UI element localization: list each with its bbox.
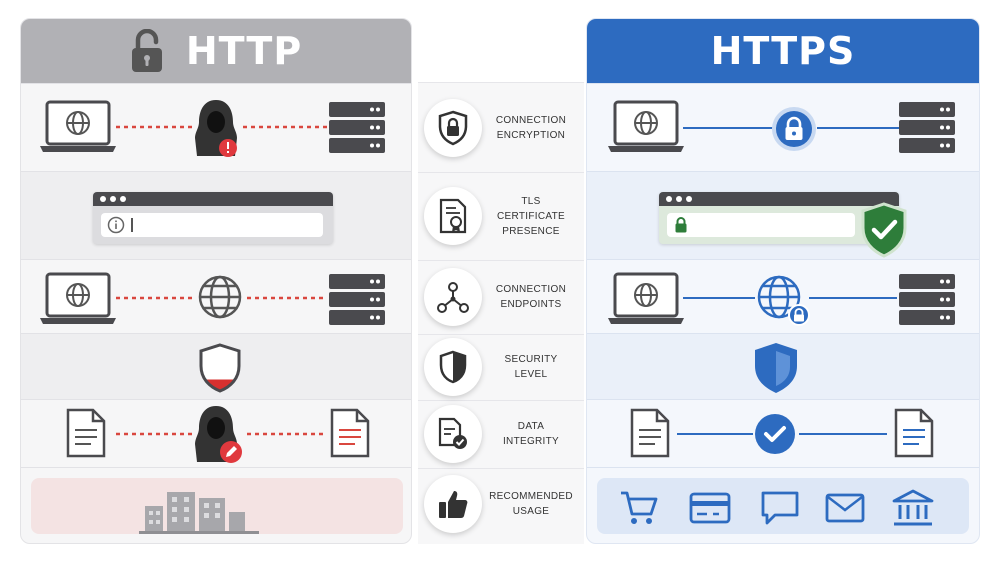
- bank-icon: [892, 489, 934, 526]
- https-usage-row: [587, 467, 979, 543]
- laptop-icon: [40, 272, 116, 324]
- globe-icon: [66, 111, 90, 135]
- criterion-tls-certificate: TLS CERTIFICATE PRESENCE: [424, 186, 576, 246]
- certificate-icon: [439, 198, 467, 234]
- office-buildings-icon: [139, 492, 259, 534]
- modified-document-icon: [330, 408, 370, 458]
- hacker-icon: [195, 100, 237, 157]
- criterion-recommended-usage: RECOMMENDED USAGE: [424, 474, 576, 534]
- window-dots-icon: [666, 196, 692, 202]
- http-title: HTTP: [185, 29, 303, 73]
- criterion-data-integrity: DATA INTEGRITY: [424, 404, 576, 464]
- integrity-line-right: [799, 433, 887, 435]
- unlocked-padlock-icon: [131, 29, 162, 72]
- security-level-fill: [201, 379, 239, 391]
- thumbs-up-icon: [439, 491, 468, 518]
- document-icon: [66, 408, 106, 458]
- padlock-icon: [675, 217, 687, 233]
- server-icon: [899, 274, 955, 325]
- http-endpoints-row: [21, 259, 411, 333]
- http-integrity-row: [21, 399, 411, 467]
- http-panel: HTTP: [20, 18, 412, 544]
- encrypted-line-left: [683, 297, 755, 299]
- low-security-shield-icon: [199, 343, 241, 393]
- server-icon: [899, 102, 955, 153]
- hacker-tampering-icon: [195, 406, 242, 463]
- criterion-label: CONNECTION ENDPOINTS: [495, 284, 567, 310]
- verified-check-icon: [755, 414, 795, 454]
- internet-globe-icon: [198, 275, 242, 319]
- unencrypted-dashed-line-right: [243, 125, 327, 129]
- mail-icon: [825, 493, 865, 523]
- unencrypted-dashed-line-left: [116, 125, 194, 129]
- window-dots-icon: [100, 196, 126, 202]
- high-security-shield-icon: [755, 343, 797, 393]
- encrypted-lock-icon: [772, 107, 816, 151]
- globe-icon: [66, 283, 90, 307]
- intact-document-icon: [894, 408, 934, 458]
- server-icon: [329, 274, 385, 325]
- encrypted-line-left: [683, 127, 773, 129]
- unencrypted-dashed-line-left: [116, 432, 194, 436]
- browser-window-with-certificate: [659, 192, 899, 244]
- encrypted-line-right: [817, 127, 901, 129]
- criterion-label: TLS CERTIFICATE PRESENCE: [497, 195, 565, 237]
- https-endpoints-row: [587, 259, 979, 333]
- https-header: HTTPS: [587, 19, 979, 83]
- secure-address-bar[interactable]: [667, 213, 855, 237]
- document-check-icon: [438, 417, 467, 449]
- https-title: HTTPS: [710, 29, 856, 73]
- encrypted-line-right: [809, 297, 897, 299]
- address-bar[interactable]: [101, 213, 323, 237]
- laptop-icon: [608, 100, 684, 152]
- https-integrity-row: [587, 399, 979, 467]
- cart-icon: [621, 491, 658, 524]
- half-shield-icon: [439, 350, 467, 384]
- globe-icon: [634, 111, 658, 135]
- http-usage-row: [21, 467, 411, 543]
- criterion-label: SECURITY LEVEL: [504, 354, 558, 380]
- http-certificate-row: [21, 171, 411, 259]
- https-certificate-row: [587, 171, 979, 259]
- secure-globe-icon: [757, 275, 810, 326]
- criterion-label: RECOMMENDED USAGE: [489, 491, 573, 517]
- info-icon: [107, 216, 125, 234]
- nodes-icon: [437, 282, 469, 313]
- https-security-level-row: [587, 333, 979, 399]
- http-security-level-row: [21, 333, 411, 399]
- text-cursor: [131, 218, 133, 232]
- https-encryption-row: [587, 83, 979, 171]
- https-panel: HTTPS: [586, 18, 980, 544]
- laptop-icon: [608, 272, 684, 324]
- criterion-connection-endpoints: CONNECTION ENDPOINTS: [424, 267, 576, 327]
- server-icon: [329, 102, 385, 153]
- criterion-label: CONNECTION ENCRYPTION: [495, 115, 567, 141]
- criterion-connection-encryption: CONNECTION ENCRYPTION: [424, 98, 576, 158]
- credit-card-icon: [689, 492, 731, 524]
- unencrypted-dashed-line-right: [247, 432, 327, 436]
- laptop-icon: [40, 100, 116, 152]
- unencrypted-dashed-line-right: [247, 296, 327, 300]
- document-icon: [630, 408, 670, 458]
- criterion-security-level: SECURITY LEVEL: [424, 337, 576, 397]
- unencrypted-dashed-line-left: [116, 296, 194, 300]
- http-header: HTTP: [21, 19, 411, 83]
- verified-shield-icon: [861, 202, 907, 258]
- http-encryption-row: [21, 83, 411, 171]
- integrity-line-left: [677, 433, 753, 435]
- browser-window-no-certificate: [93, 192, 333, 244]
- criterion-label: DATA INTEGRITY: [502, 421, 560, 447]
- shield-lock-icon: [438, 110, 468, 146]
- globe-icon: [634, 283, 658, 307]
- chat-icon: [761, 491, 799, 525]
